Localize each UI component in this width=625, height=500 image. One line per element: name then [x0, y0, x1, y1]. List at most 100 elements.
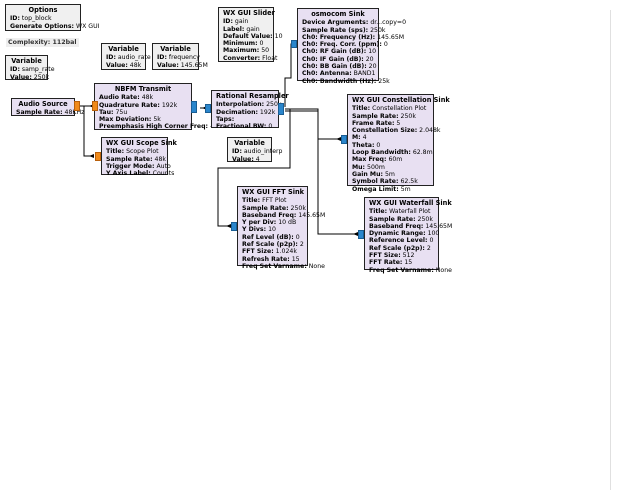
param-row: Freq Set Varname: None	[369, 266, 452, 274]
param-row: Baseband Freq: 145.65M	[369, 222, 453, 230]
param-row: Y Divs: 10	[242, 226, 276, 234]
block-title: Variable	[108, 45, 139, 53]
port-waterfall-in[interactable]	[358, 230, 364, 239]
param-row: ID: frequency	[157, 54, 200, 62]
param-row: Fractional BW: 0	[216, 123, 273, 131]
param-row: Ref Scale (p2p): 2	[242, 241, 304, 249]
param-row: Y per Div: 10 dB	[242, 219, 297, 227]
param-row: Y Axis Label: Counts	[106, 170, 175, 178]
port-audio-source-out[interactable]	[74, 101, 80, 111]
param-row: Sample Rate: 48k	[106, 155, 166, 163]
param-row: ID: gain	[223, 18, 249, 26]
block-variable-audio-rate[interactable]: Variable ID: audio_rate Value: 48k	[101, 43, 151, 70]
block-audio-source[interactable]: Audio Source Sample Rate: 48KHz	[11, 98, 84, 116]
param-row: Refresh Rate: 15	[242, 255, 300, 263]
port-resampler-out[interactable]	[278, 103, 284, 115]
param-row: Gain Mu: 5m	[352, 170, 395, 178]
block-title: Variable	[11, 57, 42, 65]
param-row: Baseband Freq: 145.65M	[242, 211, 326, 219]
param-row: Interpolation: 250k	[216, 101, 282, 109]
port-nbfm-out[interactable]	[191, 101, 197, 113]
block-osmocom-sink[interactable]: osmocom Sink Device Arguments: dr...copy…	[297, 8, 406, 85]
block-title: Variable	[160, 45, 191, 53]
param-row: Reference Level: 0	[369, 237, 434, 245]
param-row: Frame Rate: 5	[352, 119, 401, 127]
block-title: Variable	[234, 139, 265, 147]
param-row: ID: top_block	[10, 15, 52, 23]
block-wx-gui-constellation-sink[interactable]: WX GUI Constellation Sink Title: Constel…	[347, 94, 450, 193]
block-variable-audio-interp[interactable]: Variable ID: audio_interp Value: 4	[227, 137, 283, 163]
param-row: Max Freq: 60m	[352, 156, 403, 164]
param-row: Audio Rate: 48k	[99, 94, 154, 102]
port-constellation-in[interactable]	[341, 135, 347, 144]
param-row: Taps:	[216, 115, 235, 123]
param-row: Converter: Float	[223, 54, 278, 62]
param-row: Quadrature Rate: 192k	[99, 101, 178, 109]
param-row: Loop Bandwidth: 62.8m	[352, 149, 433, 157]
block-title: Rational Resampler	[216, 92, 289, 100]
port-resampler-in[interactable]	[205, 104, 211, 113]
block-wx-gui-waterfall-sink[interactable]: WX GUI Waterfall Sink Title: Waterfall P…	[364, 197, 453, 274]
wire-resampler-to-fft	[217, 108, 291, 227]
param-row: Minimum: 0	[223, 40, 264, 48]
param-row: Symbol Rate: 62.5k	[352, 178, 418, 186]
param-row: Ref Scale (p2p): 2	[369, 244, 431, 252]
param-row: Mu: 500m	[352, 163, 385, 171]
param-row: M: 4	[352, 134, 367, 142]
param-row: Preemphasis High Corner Freq: -1	[99, 123, 216, 131]
block-variable-samp-rate[interactable]: Variable ID: samp_rate Value: 250k	[5, 55, 55, 81]
param-row: Theta: 0	[352, 141, 381, 149]
arrow-fft-in	[226, 224, 231, 228]
param-row: Value: 48k	[106, 61, 142, 69]
param-row: FFT Rate: 15	[369, 259, 413, 267]
param-row: Freq Set Varname: None	[242, 262, 325, 270]
complexity-label: Complexity: 112bal	[6, 38, 79, 47]
block-title: WX GUI Waterfall Sink	[369, 199, 452, 207]
port-scope-in[interactable]	[95, 152, 101, 161]
block-wx-gui-scope-sink[interactable]: WX GUI Scope Sink Title: Scope Plot Samp…	[101, 137, 177, 178]
param-row: Dynamic Range: 100	[369, 230, 440, 238]
param-row: Sample Rate: 250k	[352, 112, 416, 120]
param-row: Omega Limit: 5m	[352, 185, 411, 193]
block-wx-gui-fft-sink[interactable]: WX GUI FFT Sink Title: FFT Plot Sample R…	[237, 186, 326, 270]
block-title: WX GUI Slider	[223, 9, 275, 17]
param-row: Value: 145.65M	[157, 61, 208, 69]
arrow-waterfall-in	[353, 232, 358, 236]
param-row: Title: Constellation Plot	[352, 105, 427, 113]
param-row: FFT Size: 1.024k	[242, 248, 297, 256]
block-title: WX GUI Constellation Sink	[352, 96, 450, 104]
arrow-constellation-in	[336, 137, 341, 141]
block-nbfm-transmit[interactable]: NBFM Transmit Audio Rate: 48k Quadrature…	[94, 83, 216, 131]
arrow-scope-in	[89, 154, 94, 158]
param-row: Max Deviation: 5k	[99, 116, 161, 124]
param-row: Generate Options: WX GUI	[10, 22, 100, 30]
param-row: ID: samp_rate	[10, 66, 55, 74]
param-row: Ref Level (dB): 0	[242, 233, 300, 241]
param-row: Label: gain	[223, 25, 260, 33]
block-wx-gui-slider[interactable]: WX GUI Slider ID: gain Label: gain Defau…	[218, 7, 283, 62]
param-row: Sample Rate: 250k	[242, 204, 306, 212]
block-rational-resampler[interactable]: Rational Resampler Interpolation: 250k D…	[211, 90, 289, 131]
param-row: Constellation Size: 2.048k	[352, 127, 441, 135]
block-title: WX GUI Scope Sink	[106, 139, 177, 147]
port-nbfm-in[interactable]	[92, 101, 98, 111]
port-fft-in[interactable]	[231, 222, 237, 231]
vertical-scrollbar-track[interactable]	[610, 10, 611, 490]
block-title: osmocom Sink	[311, 10, 365, 18]
param-row: Decimation: 192k	[216, 108, 276, 116]
block-title: Audio Source	[18, 100, 68, 108]
wire-resampler-to-waterfall	[285, 110, 358, 235]
param-row: Tau: 75u	[99, 108, 128, 116]
param-row: Title: FFT Plot	[242, 197, 287, 205]
param-row: ID: audio_interp	[232, 148, 283, 156]
param-row: Value: 250k	[10, 73, 50, 81]
block-title: Options	[28, 6, 58, 14]
port-osmocom-in[interactable]	[291, 40, 297, 48]
param-row: Ch0: Antenna: BAND1	[302, 70, 376, 78]
block-options[interactable]: Options ID: top_block Generate Options: …	[5, 4, 100, 31]
param-row: Sample Rate (sps): 250k	[302, 26, 386, 34]
block-variable-frequency[interactable]: Variable ID: frequency Value: 145.65M	[152, 43, 208, 70]
wire-resampler-to-constellation	[285, 108, 341, 140]
param-row: Ch0: RF Gain (dB): 10	[302, 48, 377, 56]
